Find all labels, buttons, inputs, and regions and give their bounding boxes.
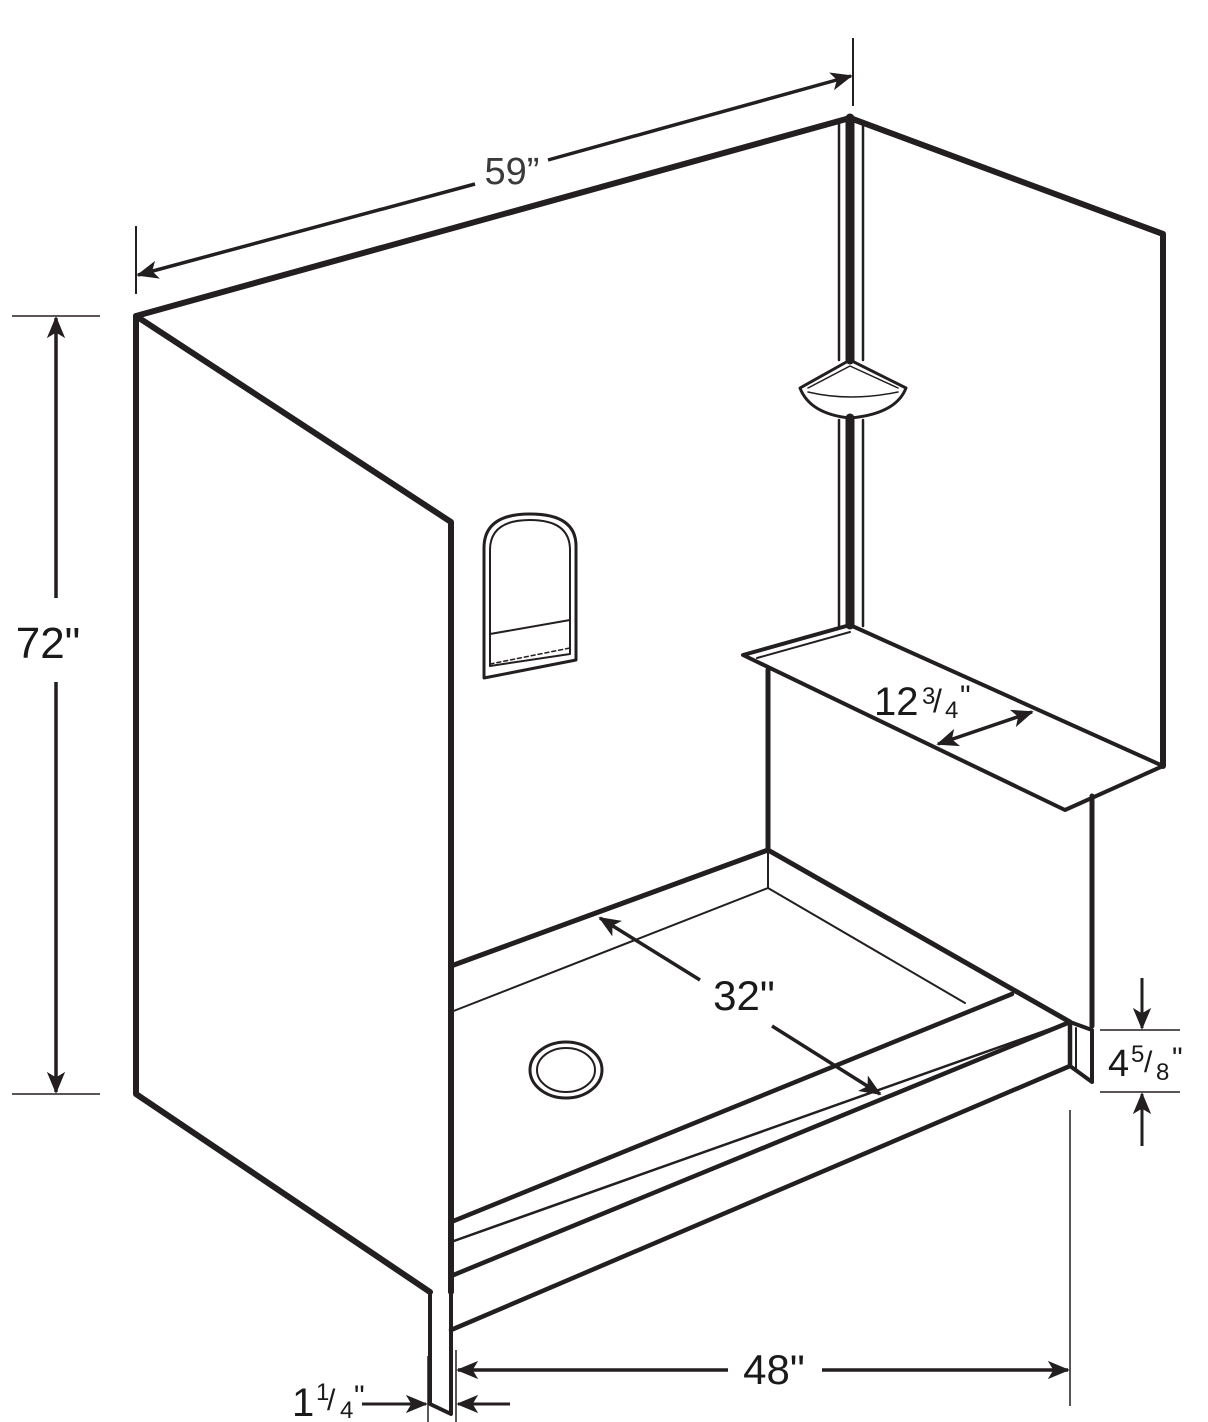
right-wall-outline bbox=[847, 115, 1166, 769]
height-label: 72" bbox=[16, 619, 81, 668]
svg-text:4: 4 bbox=[1108, 1043, 1129, 1085]
dimension-height-72 bbox=[12, 315, 100, 1095]
svg-text:": " bbox=[1172, 1042, 1183, 1075]
shower-enclosure bbox=[133, 113, 1166, 1416]
svg-text:/: / bbox=[1144, 1046, 1153, 1079]
drain-icon bbox=[528, 1040, 604, 1100]
dimension-flange bbox=[362, 1356, 510, 1422]
dimension-base-height bbox=[1100, 978, 1180, 1146]
seat-depth-label: 12 3 / 4 " bbox=[874, 680, 971, 724]
soap-niche-icon bbox=[482, 512, 578, 680]
svg-text:1: 1 bbox=[316, 1379, 329, 1406]
svg-text:12: 12 bbox=[874, 680, 919, 724]
svg-text:4: 4 bbox=[945, 697, 958, 724]
svg-text:3: 3 bbox=[922, 683, 935, 710]
svg-text:4: 4 bbox=[340, 1397, 353, 1422]
corner-shelf-icon bbox=[798, 358, 908, 420]
seat-top bbox=[741, 623, 1165, 812]
base-height-label: 4 5 / 8 " bbox=[1108, 1041, 1183, 1086]
seat-front bbox=[765, 667, 1095, 1029]
dimension-depth-32 bbox=[598, 916, 882, 1096]
base-right-step bbox=[1068, 1020, 1094, 1084]
back-wall-top-edge bbox=[133, 115, 853, 319]
flange-label: 1 1 / 4 " bbox=[292, 1379, 365, 1422]
svg-text:5: 5 bbox=[1131, 1041, 1144, 1068]
front-width-label: 48" bbox=[743, 1346, 805, 1393]
svg-text:": " bbox=[960, 680, 971, 713]
dimension-seat-depth bbox=[936, 709, 1034, 747]
base-threshold-top bbox=[448, 991, 1015, 1225]
svg-text:/: / bbox=[933, 683, 942, 719]
left-flange bbox=[428, 1290, 453, 1416]
width-label: 59” bbox=[485, 151, 540, 193]
dimension-front-width-48 bbox=[455, 1110, 1071, 1422]
svg-text:1: 1 bbox=[292, 1381, 314, 1422]
svg-text:": " bbox=[354, 1380, 365, 1413]
base-threshold-front bbox=[448, 1019, 1073, 1333]
svg-text:8: 8 bbox=[1156, 1059, 1169, 1086]
dimension-width-59 bbox=[135, 38, 854, 294]
depth-label: 32" bbox=[713, 972, 775, 1019]
left-wall-outline bbox=[133, 313, 454, 1295]
svg-text:/: / bbox=[327, 1384, 336, 1417]
